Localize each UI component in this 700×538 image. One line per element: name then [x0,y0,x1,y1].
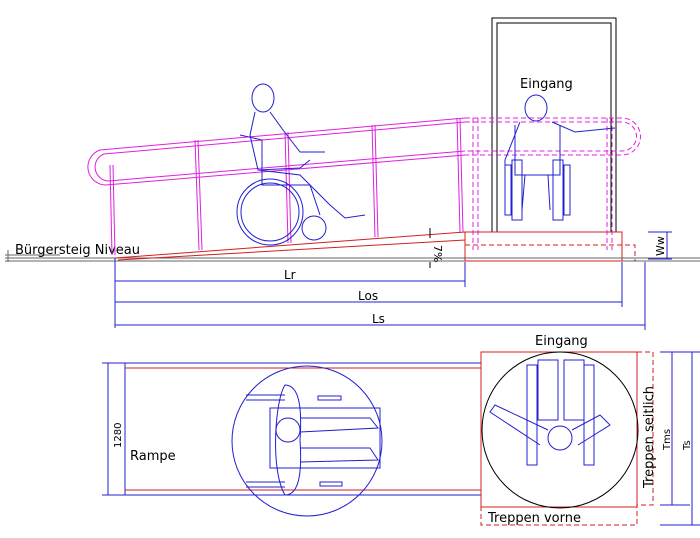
turning-circle-landing [481,351,639,509]
ramp-width-dimension [102,362,125,496]
ramp-plan [124,362,482,496]
entrance-label-plan: Eingang [535,334,588,349]
wheelchair-user-side [236,83,366,246]
dim-landing-depth: Tms [662,429,673,451]
plan-view: Eingang 1280 Rampe [102,334,700,526]
stairs-front-label: Treppen vorne [487,511,581,526]
entrance-label-side: Eingang [520,77,573,92]
landing-height-label: Ww [654,236,667,256]
sidewalk-level-label: Bürgersteig Niveau [15,243,140,258]
ramp-width-label: 1280 [113,423,124,448]
dimension-lines [114,231,672,330]
wheelchair-user-top [246,384,381,496]
stairs-side-label: Treppen seitlich [642,386,657,489]
slope-label: 7% [431,245,444,262]
handrail [87,117,641,256]
landing-plan [480,351,654,526]
wheelchair-user-top-front [489,359,611,466]
side-view: Eingang Bürgersteig Niveau 7% [5,17,700,330]
dim-total-depth: Ts [682,440,693,451]
ramp-label: Rampe [130,449,176,464]
ramp-side [114,231,636,262]
wheelchair-user-front [504,94,616,221]
turning-circle-ramp [231,365,383,517]
dim-total-length: Ls [372,312,385,326]
depth-dimensions [660,351,700,526]
dim-ramp-length: Lr [284,268,296,282]
dim-overall-length: Los [358,289,378,303]
